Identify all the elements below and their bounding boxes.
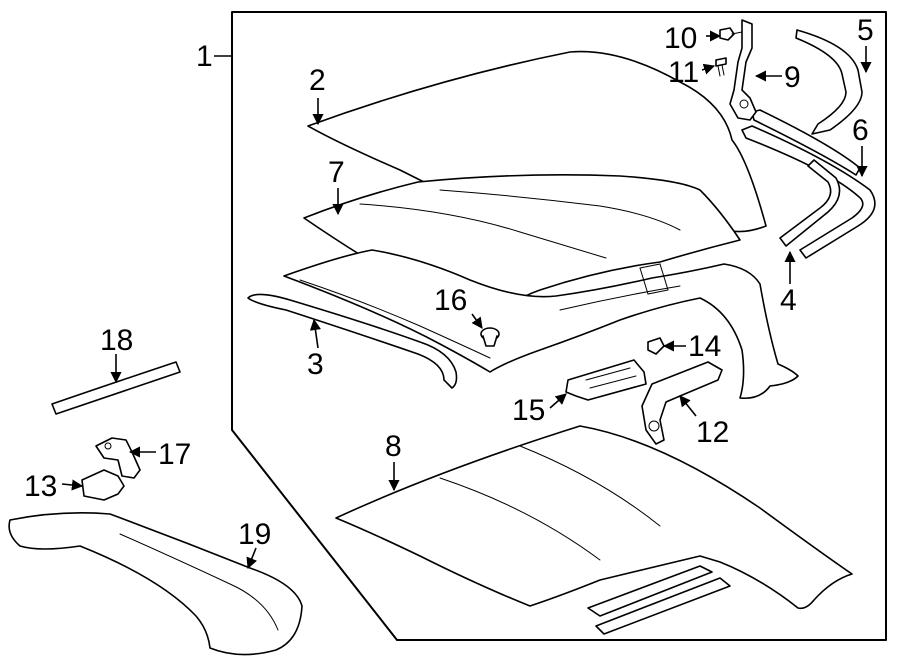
leader-16 — [471, 313, 483, 329]
part-19-spoiler — [8, 512, 303, 656]
part-18-trim-strip — [51, 361, 181, 415]
callout-4: 4 — [780, 284, 797, 317]
callout-3: 3 — [307, 348, 324, 381]
leader-19 — [246, 547, 257, 570]
callout-14: 14 — [688, 330, 721, 363]
callout-5: 5 — [857, 14, 874, 47]
leader-11 — [701, 63, 716, 75]
callout-15: 15 — [512, 394, 545, 427]
part-8-hardtop — [335, 425, 853, 610]
callout-8: 8 — [385, 430, 402, 463]
part-16-plug — [480, 327, 500, 347]
callout-6: 6 — [852, 114, 869, 147]
callout-19: 19 — [238, 518, 271, 551]
roof-frame — [283, 249, 799, 400]
callout-17: 17 — [158, 438, 191, 471]
leader-13 — [61, 479, 84, 491]
part-13-mount — [81, 469, 125, 501]
leader-15 — [549, 393, 567, 409]
part-5-weatherstrip — [795, 29, 863, 135]
callout-12: 12 — [696, 416, 729, 449]
callout-1: 1 — [196, 40, 213, 73]
part-12-latch-arm — [641, 361, 723, 445]
part-4-channel — [779, 159, 841, 247]
part-14-clip — [647, 337, 665, 355]
leader-12 — [679, 395, 697, 417]
callout-11: 11 — [668, 56, 699, 89]
part-3-side-rail — [247, 293, 458, 389]
callout-13: 13 — [24, 470, 57, 503]
callout-9: 9 — [784, 61, 801, 94]
part-15-latch-bracket — [565, 359, 647, 401]
callout-2: 2 — [309, 64, 326, 97]
callout-7: 7 — [328, 156, 345, 189]
callout-18: 18 — [100, 324, 133, 357]
hardtop-weatherstrips — [587, 565, 731, 635]
callout-10: 10 — [664, 22, 697, 55]
part-9-hinge-bracket — [729, 19, 757, 121]
part-11-screw — [715, 57, 727, 77]
leader-3 — [309, 318, 321, 349]
callout-16: 16 — [434, 284, 467, 317]
